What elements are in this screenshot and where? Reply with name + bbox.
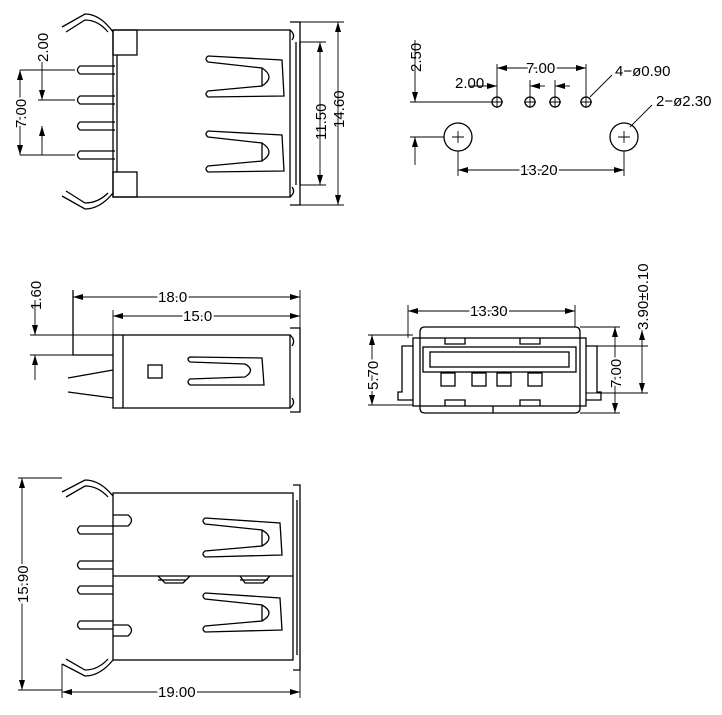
pin-holes <box>491 96 592 108</box>
dim-7-00-height: 7.00 <box>608 359 625 388</box>
dim-2-00: 2.00 <box>35 33 52 62</box>
dim-13-20: 13.20 <box>520 162 558 179</box>
side-view: 18.0 15.0 1.60 <box>28 281 301 413</box>
dim-7-00-span: 7.00 <box>526 60 555 77</box>
dim-19-00: 19.00 <box>158 684 196 701</box>
footprint-view: 2.50 2.00 7.00 4−ø0.90 2−ø2.30 13.20 <box>408 40 711 181</box>
pins <box>76 65 115 160</box>
mount-holes <box>443 122 639 152</box>
pins-bottom <box>76 525 113 630</box>
dim-13-30: 13.30 <box>470 303 508 320</box>
dim-2-50: 2.50 <box>408 43 425 72</box>
dim-15-90: 15.90 <box>15 565 32 603</box>
dim-14-60: 14.60 <box>331 90 348 128</box>
dim-3-90-tol: 3.90±0.10 <box>635 263 652 330</box>
dim-2-00-pitch: 2.00 <box>455 75 484 92</box>
dim-5-70: 5.70 <box>365 361 382 390</box>
dim-7-00: 7.00 <box>13 99 30 128</box>
mount-hole-callout: 2−ø2.30 <box>656 93 711 110</box>
dim-11-50: 11.50 <box>313 104 330 140</box>
pin-hole-callout: 4−ø0.90 <box>615 63 670 80</box>
bottom-view: 15.90 19.00 <box>13 477 301 703</box>
top-view: 11.50 14.60 2.00 7.00 <box>11 13 348 210</box>
front-view: 13.30 5.70 7.00 3.90±0.10 <box>363 263 652 414</box>
dim-1-60: 1.60 <box>28 281 45 310</box>
dim-18-0: 18.0 <box>158 289 187 306</box>
dim-15-0: 15.0 <box>183 308 212 325</box>
